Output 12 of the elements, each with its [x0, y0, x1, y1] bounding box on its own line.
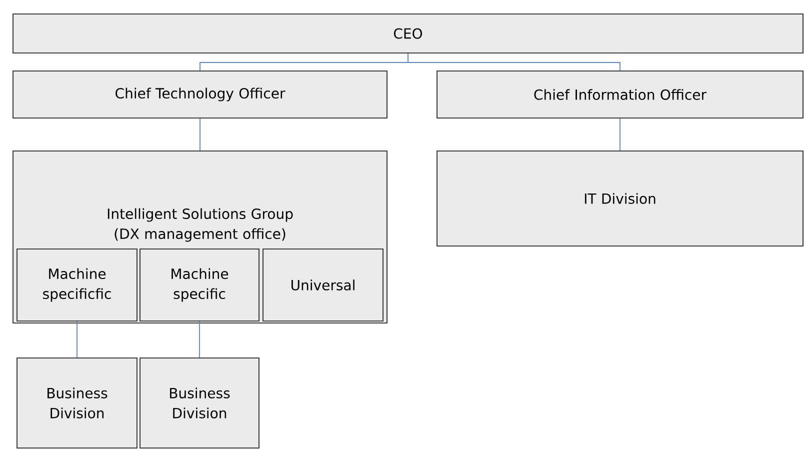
org-box: IT Division: [436, 150, 804, 247]
org-box: Chief Technology Officer: [12, 70, 388, 119]
org-box: Universal: [262, 248, 384, 322]
org-box: CEO: [12, 13, 804, 54]
org-box: Business Division: [16, 357, 138, 449]
org-box: Machine specific: [139, 248, 260, 322]
connector-line: [408, 53, 620, 71]
org-box: Machine specificfic: [16, 248, 138, 322]
connector-line: [76, 321, 78, 358]
org-box: Business Division: [139, 357, 260, 449]
connector-line: [199, 321, 200, 358]
org-box: Chief Information Officer: [436, 70, 804, 119]
